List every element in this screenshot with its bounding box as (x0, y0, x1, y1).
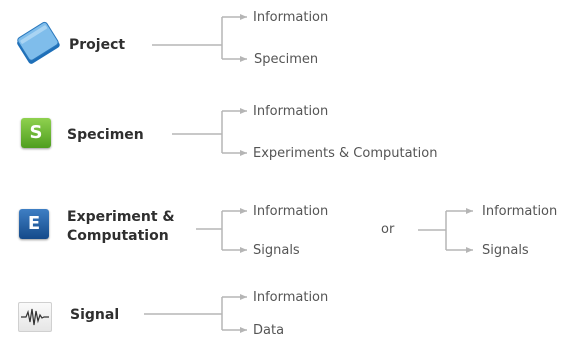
s-badge-icon: S (21, 118, 51, 148)
specimen-experiments-branch: Experiments & Computation (253, 146, 438, 161)
or-label: or (381, 222, 395, 237)
alt-information-branch: Information (482, 204, 558, 219)
experiment-information-branch: Information (253, 204, 329, 219)
notebook-icon (17, 21, 60, 64)
signal-label: Signal (70, 307, 120, 323)
e-badge-icon: E (19, 209, 49, 239)
experiment-connector (196, 208, 247, 253)
specimen-information-branch: Information (253, 104, 329, 119)
signal-data-branch: Data (253, 323, 285, 338)
experiment-label-line2: Computation (67, 228, 169, 244)
signal-information-branch: Information (253, 290, 329, 305)
signal-connector (144, 294, 247, 333)
specimen-label: Specimen (67, 127, 144, 143)
alt-signals-branch: Signals (482, 243, 529, 258)
alt-connector (418, 208, 473, 253)
project-label: Project (69, 37, 126, 53)
specimen-connector (172, 108, 247, 156)
project-information-branch: Information (253, 10, 329, 25)
project-specimen-branch: Specimen (254, 52, 319, 67)
experiment-label-line1: Experiment & (67, 209, 175, 225)
waveform-icon (18, 302, 52, 332)
project-connector (152, 14, 247, 62)
experiment-signals-branch: Signals (253, 243, 300, 258)
